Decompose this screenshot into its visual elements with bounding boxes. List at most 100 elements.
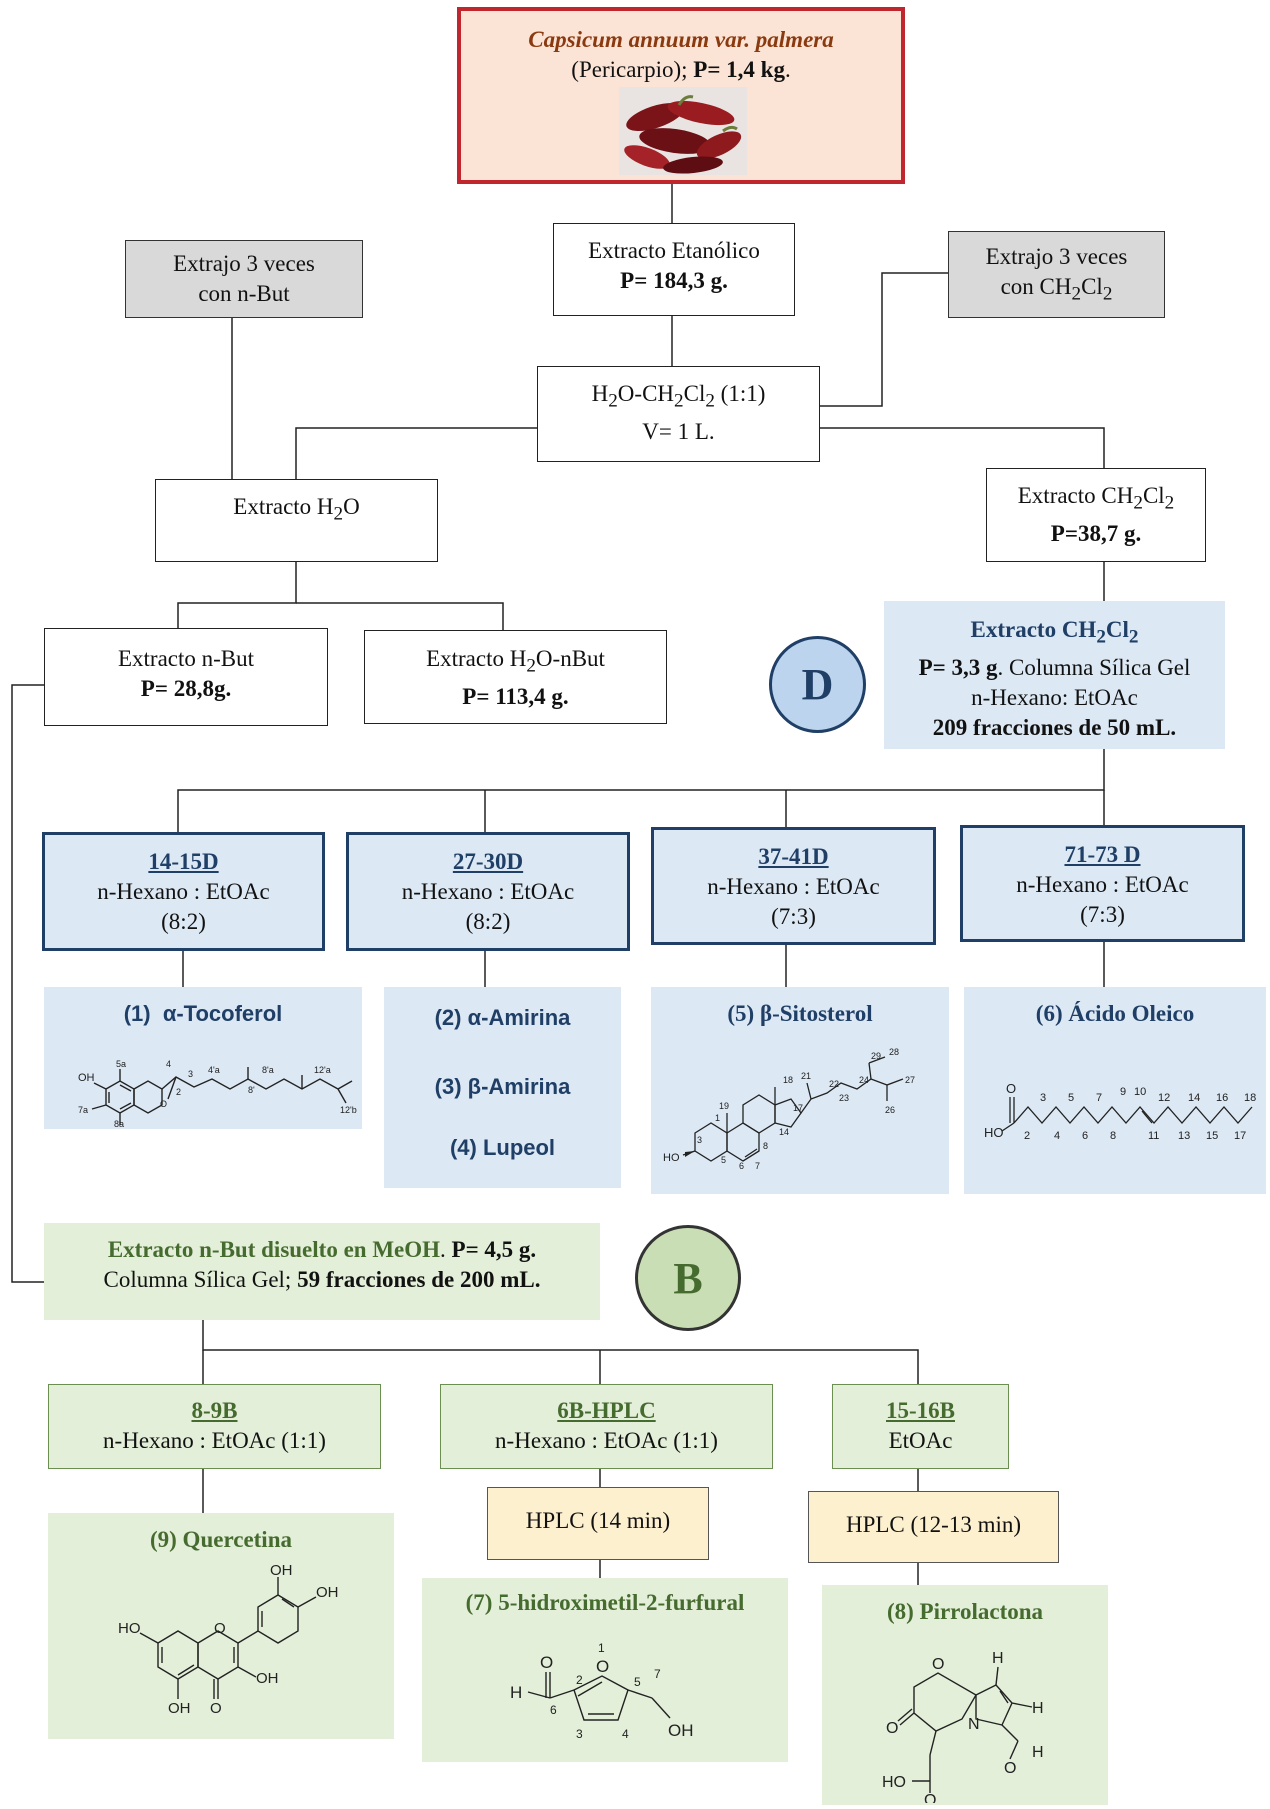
compound-1-title: (1) α-Tocoferol — [123, 1001, 283, 1026]
svg-text:1: 1 — [598, 1641, 605, 1655]
hplc-box-a: HPLC (14 min) — [487, 1487, 709, 1560]
fraction-b-3-id: 15-16B — [886, 1398, 955, 1423]
svg-text:8': 8' — [248, 1085, 255, 1095]
svg-text:17: 17 — [1234, 1130, 1246, 1142]
svg-text:4: 4 — [622, 1727, 629, 1741]
water-extract-title: Extracto H2O — [233, 494, 360, 525]
compound-quercetin-box: (9) Quercetina O HO OH O OH OH OH — [48, 1513, 394, 1739]
svg-text:9: 9 — [1120, 1086, 1126, 1098]
svg-text:6: 6 — [739, 1161, 744, 1171]
column-d-weight-line: P= 3,3 g. Columna Sílica Gel — [918, 654, 1191, 680]
water-extract-box: Extracto H2O — [155, 479, 438, 562]
fraction-d-2-eluent: n-Hexano : EtOAc — [401, 879, 575, 904]
svg-text:2: 2 — [576, 1673, 583, 1687]
source-weight: P= 1,4 kg — [693, 57, 785, 82]
svg-text:27: 27 — [905, 1075, 915, 1085]
quercetin-structure: O HO OH O OH OH OH — [118, 1563, 339, 1717]
svg-text:3: 3 — [697, 1135, 702, 1145]
pyrrolactone-structure: O N H H O H O HO O — [882, 1650, 1044, 1803]
partition-solvent: H2O-CH2Cl2 (1:1) — [591, 381, 766, 412]
compound-9-title: (9) Quercetina — [149, 1527, 292, 1552]
nbut-extract-title: Extracto n-But — [117, 646, 255, 671]
fraction-d-3-ratio: (7:3) — [771, 904, 816, 929]
svg-text:8a: 8a — [114, 1119, 124, 1127]
svg-text:OH: OH — [668, 1721, 694, 1740]
svg-text:O: O — [160, 1099, 167, 1109]
svg-text:11: 11 — [1148, 1130, 1159, 1142]
compound-hmf-box: (7) 5-hidroximetil-2-furfural O O H OH 1… — [422, 1578, 788, 1762]
ethanol-extract-weight: P= 184,3 g. — [620, 268, 728, 293]
fraction-d-1: 14-15D n-Hexano : EtOAc (8:2) — [42, 832, 325, 951]
column-b-line2: Columna Sílica Gel; 59 fracciones de 200… — [103, 1267, 541, 1292]
fraction-d-3-eluent: n-Hexano : EtOAc — [707, 874, 880, 899]
svg-text:18: 18 — [783, 1075, 793, 1085]
svg-text:OH: OH — [256, 1670, 279, 1687]
svg-text:12'a: 12'a — [314, 1065, 331, 1075]
nbut-extract-weight: P= 28,8g. — [140, 676, 232, 701]
ethanol-extract-title: Extracto Etanólico — [588, 238, 760, 263]
fraction-b-1-eluent: n-Hexano : EtOAc (1:1) — [103, 1428, 326, 1453]
fraction-d-3: 37-41D n-Hexano : EtOAc (7:3) — [651, 827, 936, 945]
svg-text:7a: 7a — [78, 1105, 88, 1115]
svg-text:OH: OH — [270, 1563, 293, 1579]
svg-text:H: H — [1032, 1700, 1044, 1717]
svg-text:17: 17 — [793, 1103, 803, 1113]
svg-text:21: 21 — [801, 1071, 811, 1081]
svg-text:4: 4 — [1054, 1130, 1060, 1142]
nbut-extract-box: Extracto n-But P= 28,8g. — [44, 628, 328, 726]
fraction-b-1-id: 8-9B — [191, 1398, 238, 1423]
svg-text:OH: OH — [78, 1072, 95, 1084]
svg-text:O: O — [886, 1720, 898, 1737]
svg-text:8: 8 — [1110, 1130, 1116, 1142]
fraction-b-2: 6B-HPLC n-Hexano : EtOAc (1:1) — [440, 1384, 773, 1469]
svg-text:2: 2 — [176, 1087, 181, 1097]
svg-text:19: 19 — [719, 1101, 729, 1111]
svg-text:5: 5 — [634, 1675, 641, 1689]
svg-text:15: 15 — [1206, 1130, 1218, 1142]
column-b-line1: Extracto n-But disuelto en MeOH. P= 4,5 … — [107, 1237, 537, 1262]
chili-peppers-image — [619, 87, 747, 175]
svg-text:6: 6 — [1082, 1130, 1088, 1142]
fraction-d-2-ratio: (8:2) — [465, 909, 511, 934]
svg-text:23: 23 — [839, 1093, 849, 1103]
compound-3-title: (3) β-Amirina — [434, 1074, 571, 1099]
svg-text:13: 13 — [1178, 1130, 1190, 1142]
compound-pyrrolactone-box: (8) Pirrolactona O N H H O H O HO O — [822, 1585, 1108, 1805]
svg-text:5: 5 — [721, 1155, 726, 1165]
hplc-b-label: HPLC (12-13 min) — [845, 1512, 1022, 1537]
svg-text:8'a: 8'a — [262, 1065, 274, 1075]
svg-text:7: 7 — [755, 1161, 760, 1171]
svg-text:12'b: 12'b — [340, 1105, 357, 1115]
label-b-circle: B — [635, 1225, 741, 1331]
svg-text:O: O — [924, 1792, 936, 1803]
column-b-box: Extracto n-But disuelto en MeOH. P= 4,5 … — [44, 1223, 600, 1320]
fraction-d-3-id: 37-41D — [758, 844, 829, 869]
svg-text:10: 10 — [1134, 1086, 1146, 1098]
fraction-d-4-eluent: n-Hexano : EtOAc — [1016, 872, 1189, 897]
partition-volume: V= 1 L. — [642, 418, 715, 444]
svg-text:8: 8 — [763, 1141, 768, 1151]
svg-text:18: 18 — [1244, 1092, 1256, 1104]
svg-text:7: 7 — [654, 1667, 661, 1681]
svg-text:O: O — [596, 1657, 609, 1676]
source-detail: (Pericarpio); P= 1,4 kg. — [571, 57, 791, 82]
svg-text:1: 1 — [715, 1113, 720, 1123]
fraction-b-3: 15-16B EtOAc — [832, 1384, 1009, 1469]
svg-text:14: 14 — [1188, 1092, 1200, 1104]
svg-text:O: O — [932, 1656, 944, 1673]
extract-nbut-step-line2: con n-But — [198, 281, 290, 306]
h2o-nbut-extract-weight: P= 113,4 g. — [462, 683, 569, 709]
ethanol-extract-box: Extracto Etanólico P= 184,3 g. — [553, 223, 795, 316]
label-d-circle: D — [769, 636, 866, 733]
column-d-title: Extracto CH2Cl2 — [970, 617, 1139, 648]
svg-text:3: 3 — [188, 1069, 193, 1079]
column-d-box: Extracto CH2Cl2 P= 3,3 g. Columna Sílica… — [884, 601, 1225, 749]
svg-text:7: 7 — [1096, 1092, 1102, 1104]
svg-text:OH: OH — [168, 1700, 191, 1717]
